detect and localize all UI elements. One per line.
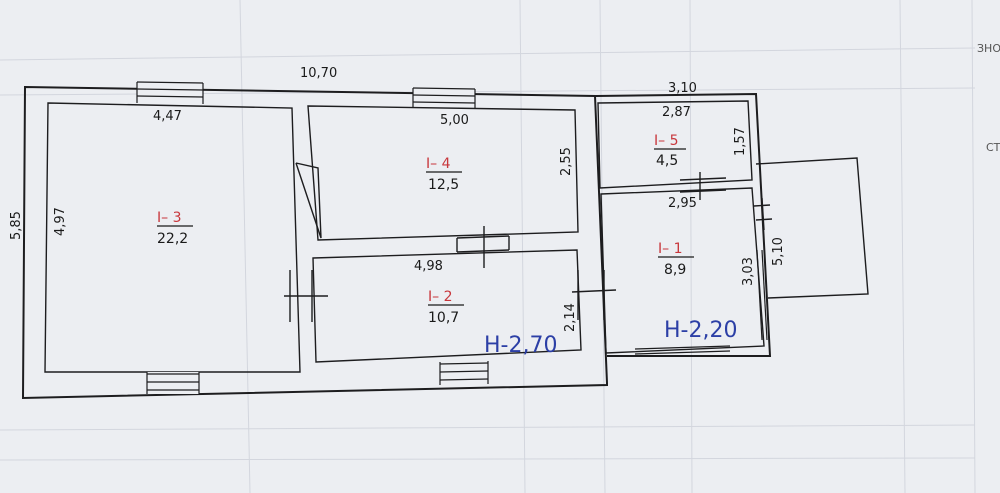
room-3-area: 22,2: [157, 231, 188, 247]
ceiling-height-annex: Н-2,20: [664, 318, 737, 343]
ceiling-height-main: Н-2,70: [484, 333, 557, 358]
room-3-height: 4,97: [53, 207, 68, 236]
room-4-height: 2,55: [559, 147, 574, 176]
room-5-outline: [597, 100, 753, 189]
room-4-width: 5,00: [440, 113, 469, 128]
stove-element: [295, 162, 322, 239]
room-5-area: 4,5: [656, 153, 678, 169]
room-3: 4,47 4,97 I– 3 22,2: [53, 109, 193, 247]
margin-text-mid-right: СТ: [986, 141, 1000, 154]
room-2-height: 2,14: [563, 303, 578, 332]
room-1-outer-height: 5,10: [771, 237, 786, 266]
room-4-area: 12,5: [428, 177, 459, 193]
window-annex-right: [756, 249, 768, 341]
room-1-width: 2,95: [668, 196, 697, 211]
overall-length-label: 10,70: [300, 66, 337, 81]
window-top-left: [136, 80, 204, 104]
room-1-area: 8,9: [664, 262, 686, 278]
window-top-middle: [412, 86, 476, 109]
outer-wall-main: [21, 85, 608, 400]
window-bottom-middle: [439, 361, 489, 385]
room-1-height: 3,03: [741, 257, 756, 286]
room-5-height: 1,57: [733, 127, 748, 156]
room-5-width: 2,87: [662, 105, 691, 120]
room-3-label: I– 3: [157, 210, 182, 226]
margin-text-top-right: ЗНО: [977, 42, 1000, 55]
room-5-label: I– 5: [654, 133, 679, 149]
door-marks: [284, 172, 773, 322]
room-5-outer-width: 3,10: [668, 81, 697, 96]
room-1: 2,95 3,03 5,10 I– 1 8,9 Н-2,20: [658, 196, 786, 343]
room-3-width: 4,47: [153, 109, 182, 124]
porch-outline: [755, 157, 869, 299]
overall-width-label: 5,85: [9, 211, 24, 240]
room-2-label: I– 2: [428, 289, 453, 305]
room-2-width: 4,98: [414, 259, 443, 274]
room-4: 5,00 2,55 I– 4 12,5: [426, 113, 574, 193]
room-4-label: I– 4: [426, 156, 451, 172]
room-2-outline: [312, 249, 582, 363]
room-5: 3,10 2,87 1,57 I– 5 4,5: [654, 81, 748, 169]
window-annex-bottom: [634, 345, 731, 355]
room-3-outline: [44, 102, 301, 373]
room-1-label: I– 1: [658, 241, 683, 257]
room-2-area: 10,7: [428, 310, 459, 326]
window-bottom-left: [146, 372, 200, 394]
room-4-outline: [307, 105, 579, 241]
room-2: 4,98 2,14 I– 2 10,7 Н-2,70: [414, 259, 578, 358]
